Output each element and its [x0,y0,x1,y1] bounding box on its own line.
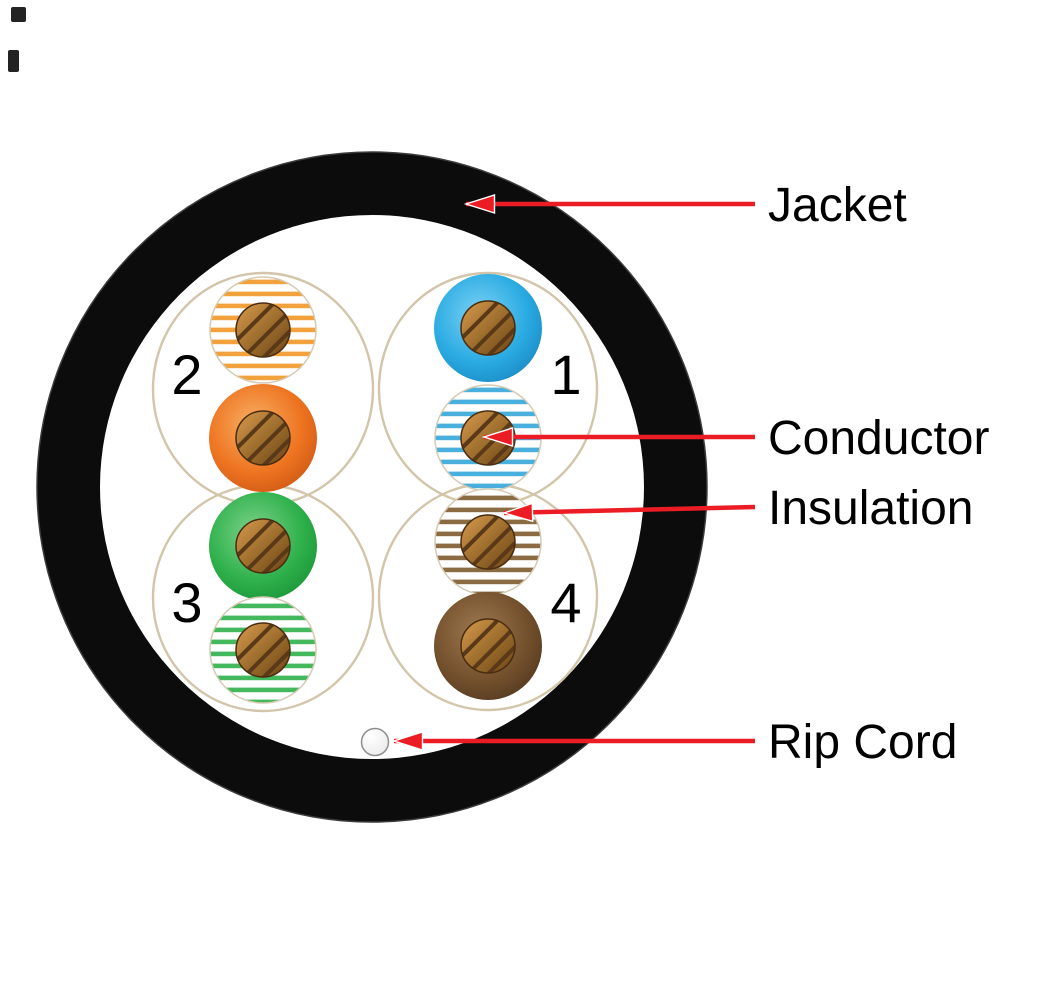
pair-2-number: 2 [171,343,202,406]
callout-jacket: Jacket [466,179,907,232]
cable-jacket [36,151,708,823]
callouts: Jacket Conductor Insulation Rip Cord [394,179,989,769]
wire-blue-solid [434,274,542,382]
pair-4-number: 4 [550,571,581,634]
insulation-label: Insulation [768,482,973,535]
wire-brown-solid [434,592,542,700]
insulation-arrow [504,507,756,513]
callout-insulation: Insulation [504,482,973,535]
conductor-label: Conductor [768,412,989,465]
corner-marks [8,7,26,72]
jacket-inner-bore [100,215,644,759]
pair-1-number: 1 [550,343,581,406]
callout-conductor: Conductor [484,412,989,465]
pair-3: 3 [171,492,317,704]
wire-white-brown-striped [434,488,542,596]
callout-rip-cord: Rip Cord [394,716,957,769]
pair-3-number: 3 [171,571,202,634]
rip-cord-label: Rip Cord [768,716,957,769]
wire-green-solid [209,492,317,600]
rip-cord-circle [360,727,390,757]
wire-white-orange-striped [209,276,317,384]
rip-cord [360,727,390,757]
pair-2: 2 [171,276,317,492]
jacket-label: Jacket [768,179,907,232]
wire-white-green-striped [209,596,317,704]
wire-orange-solid [209,384,317,492]
